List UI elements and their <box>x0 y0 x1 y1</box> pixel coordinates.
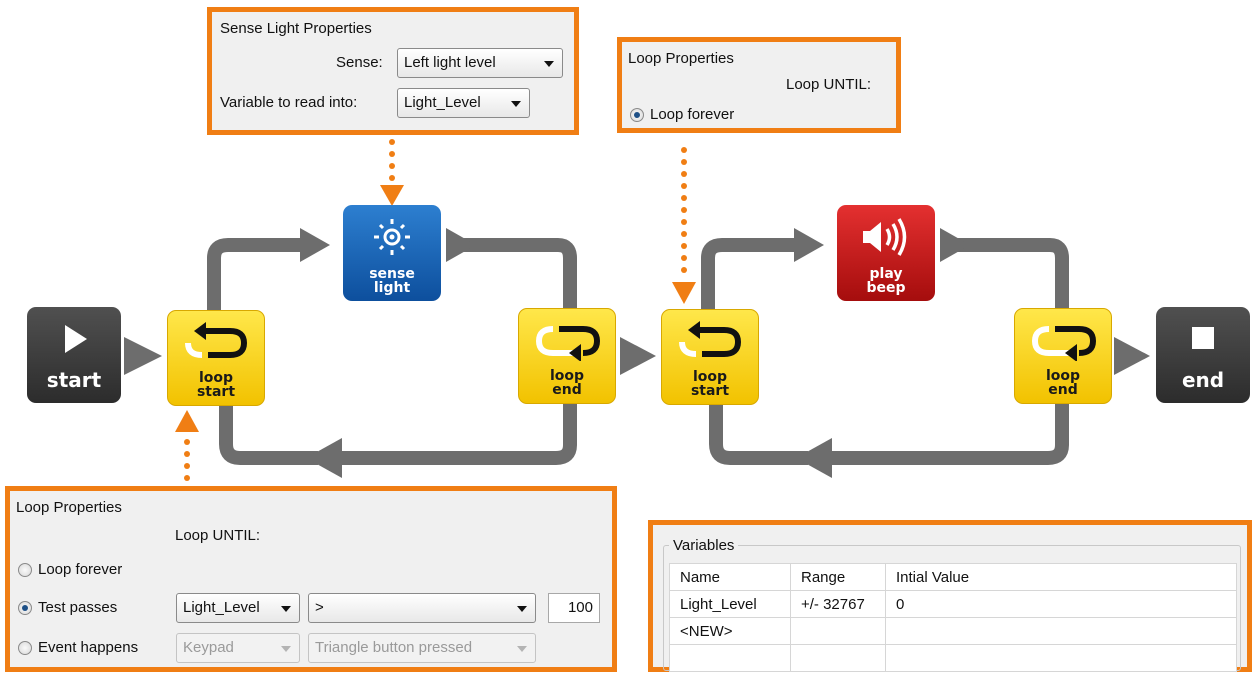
table-row-empty <box>669 644 1237 672</box>
end-block-label: end <box>1181 368 1225 392</box>
variable-initial-value-cell[interactable] <box>885 617 1237 645</box>
test-passes-label[interactable]: Test passes <box>38 599 118 616</box>
new-variable-cell[interactable]: <NEW> <box>669 617 791 645</box>
table-row[interactable]: <NEW> <box>669 617 1237 645</box>
loop2-callout-pointer <box>672 282 696 304</box>
loop-forever-radio[interactable] <box>18 563 32 577</box>
variable-dropdown-value: Light_Level <box>404 94 481 111</box>
loop-end-icon <box>1031 326 1097 361</box>
panel-title: Loop Properties <box>16 499 122 516</box>
loop-start-block-1-label: loop start <box>196 370 236 400</box>
loop1-upper-return-connector <box>458 238 577 312</box>
event-trigger-dropdown[interactable]: Triangle button pressed <box>308 633 536 663</box>
loop2-upper-connector <box>701 238 796 312</box>
variables-header-row: Name Range Intial Value <box>669 563 1237 591</box>
test-operator-dropdown[interactable]: > <box>308 593 536 623</box>
arrowhead-loop2-return <box>796 438 832 478</box>
variable-name-cell[interactable]: Light_Level <box>669 590 791 618</box>
loop-start-block-2-label: loop start <box>690 369 730 399</box>
start-block[interactable]: start <box>27 307 121 403</box>
end-block[interactable]: end <box>1156 307 1250 403</box>
panel-title: Loop Properties <box>628 50 734 67</box>
sense-dropdown-value: Left light level <box>404 54 496 71</box>
loop2-lower-tail-connector <box>709 402 808 465</box>
loop-forever-label[interactable]: Loop forever <box>650 106 735 123</box>
arrowhead-loop-end-to-end <box>1114 337 1150 375</box>
start-block-label: start <box>46 368 102 392</box>
loop1-upper-connector <box>207 238 302 312</box>
event-trigger-value: Triangle button pressed <box>315 639 473 656</box>
variable-range-cell[interactable] <box>790 617 886 645</box>
loop-end-block-1-label: loop end <box>549 368 585 398</box>
loop2-properties-panel: Loop Properties Loop UNTIL: Loop forever <box>617 37 901 133</box>
sun-icon <box>374 219 410 255</box>
loop1-properties-panel: Loop Properties Loop UNTIL: Loop forever… <box>5 486 617 672</box>
sense-label: Sense: <box>336 54 383 71</box>
loop2-upper-return-connector <box>952 238 1069 312</box>
arrowhead-start-to-loop <box>124 337 162 375</box>
variable-range-cell[interactable]: +/- 32767 <box>790 590 886 618</box>
sense-light-block[interactable]: sense light <box>343 205 441 301</box>
chevron-down-icon <box>517 646 527 652</box>
variables-title: Variables <box>669 537 739 554</box>
chevron-down-icon <box>281 606 291 612</box>
loop-icon <box>679 321 742 357</box>
arrowhead-loop-end-to-loop-start <box>620 337 656 375</box>
play-icon <box>65 325 87 353</box>
chevron-down-icon <box>281 646 291 652</box>
loop1-callout-pointer <box>175 410 199 432</box>
stop-icon <box>1192 327 1214 349</box>
chevron-down-icon <box>544 61 554 67</box>
arrowhead-into-play-beep <box>794 228 824 262</box>
loop-end-icon <box>535 326 601 361</box>
column-header-range[interactable]: Range <box>790 563 886 591</box>
arrowhead-into-sense-light <box>300 228 330 262</box>
test-variable-dropdown[interactable]: Light_Level <box>176 593 300 623</box>
sense-callout-pointer <box>380 185 404 206</box>
loop1-lower-connector <box>340 402 577 465</box>
loop-until-label: Loop UNTIL: <box>786 76 872 93</box>
loop1-lower-tail-connector <box>219 402 318 465</box>
test-operator-value: > <box>315 599 324 616</box>
test-passes-radio[interactable] <box>18 601 32 615</box>
table-row[interactable]: Light_Level +/- 32767 0 <box>669 590 1237 618</box>
column-header-name[interactable]: Name <box>669 563 791 591</box>
loop-icon <box>185 322 248 358</box>
play-beep-block-label: play beep <box>866 266 906 296</box>
variable-label: Variable to read into: <box>220 94 358 111</box>
sense-light-properties-panel: Sense Light Properties Sense: Left light… <box>207 7 579 135</box>
variable-initial-value-cell[interactable]: 0 <box>885 590 1237 618</box>
loop-start-block-1[interactable]: loop start <box>167 310 265 406</box>
event-source-value: Keypad <box>183 639 234 656</box>
arrowhead-out-of-sense-light <box>446 228 476 262</box>
loop-until-label: Loop UNTIL: <box>175 527 261 544</box>
column-header-initial-value[interactable]: Intial Value <box>885 563 1237 591</box>
variables-panel: Variables Name Range Intial Value Light_… <box>648 520 1252 672</box>
loop-start-block-2[interactable]: loop start <box>661 309 759 405</box>
test-value-input[interactable]: 100 <box>548 593 600 623</box>
sense-light-block-label: sense light <box>369 266 415 296</box>
sense-dropdown[interactable]: Left light level <box>397 48 563 78</box>
panel-title: Sense Light Properties <box>220 20 372 37</box>
chevron-down-icon <box>511 101 521 107</box>
loop2-lower-connector <box>830 402 1069 465</box>
variable-dropdown[interactable]: Light_Level <box>397 88 530 118</box>
event-happens-radio[interactable] <box>18 641 32 655</box>
event-source-dropdown[interactable]: Keypad <box>176 633 300 663</box>
test-variable-value: Light_Level <box>183 599 260 616</box>
arrowhead-loop1-return <box>306 438 342 478</box>
loop-forever-radio[interactable] <box>630 108 644 122</box>
speaker-icon <box>863 218 907 256</box>
loop-end-block-2-label: loop end <box>1045 368 1081 398</box>
event-happens-label[interactable]: Event happens <box>38 639 139 656</box>
loop-end-block-2[interactable]: loop end <box>1014 308 1112 404</box>
loop-end-block-1[interactable]: loop end <box>518 308 616 404</box>
play-beep-block[interactable]: play beep <box>837 205 935 301</box>
chevron-down-icon <box>517 606 527 612</box>
loop-forever-label[interactable]: Loop forever <box>38 561 123 578</box>
arrowhead-out-of-play-beep <box>940 228 970 262</box>
variables-table: Name Range Intial Value Light_Level +/- … <box>669 563 1237 672</box>
